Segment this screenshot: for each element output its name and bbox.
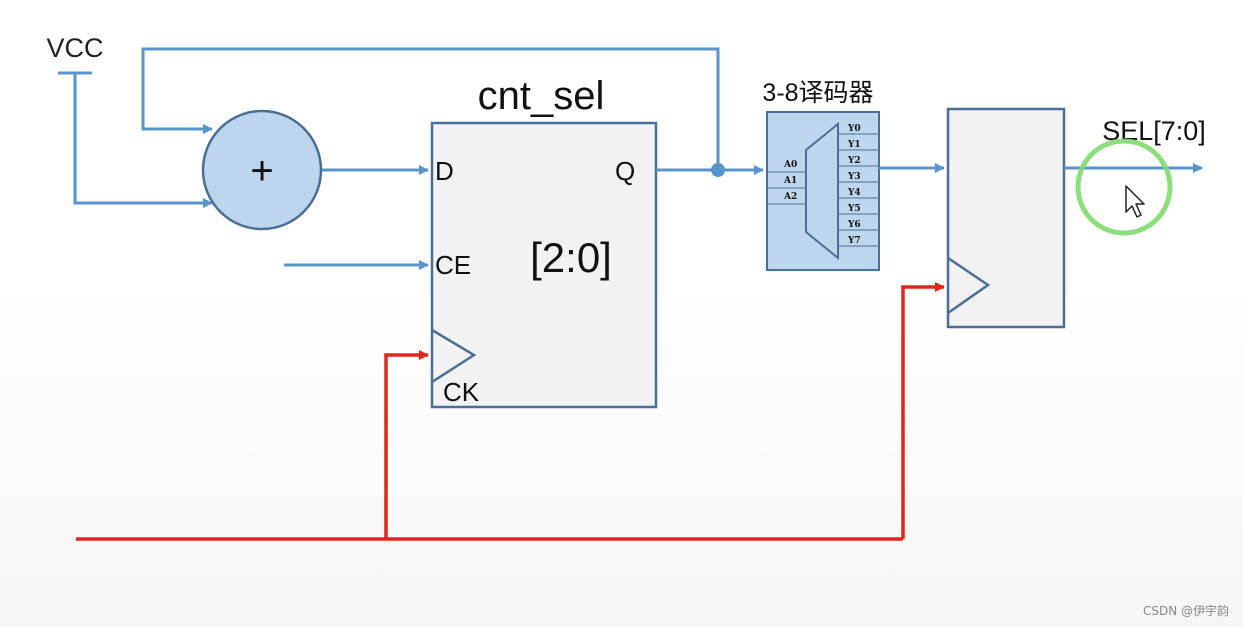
adder-symbol: + [250,149,273,193]
vcc-label: VCC [46,33,103,63]
decoder-output-lines [838,133,878,247]
adder-circle [201,109,323,231]
decoder-title: 3-8译码器 [762,79,873,107]
counter-register-block [430,121,658,409]
decoder-output-y4: Y4 [847,188,861,198]
decoder-output-y5: Y5 [847,204,861,214]
decoder-output-y7: Y7 [847,236,861,246]
decoder-output-y1: Y1 [847,140,861,150]
clock-to-register-wire [901,282,945,539]
port-d-label: D [435,156,454,186]
counter-title: cnt_sel [478,74,605,118]
clock-triangle-output [947,256,991,315]
feedback-wire [141,47,720,170]
vcc-wire [73,73,213,208]
decoder-input-a0: A0 [783,160,797,170]
decoder-output-y3: Y3 [847,172,861,182]
clock-triangle-counter [431,328,477,384]
output-register-block [946,107,1066,329]
decoder-output-y2: Y2 [847,156,861,166]
watermark: CSDN @伊宇韵 [1142,604,1229,618]
clock-to-counter-wire [384,350,429,539]
decoder-input-lines [768,171,806,205]
decoder-input-a1: A1 [783,176,797,186]
port-ce-label: CE [435,250,471,280]
highlight-circle [1075,138,1173,236]
decoder-mux-shape [805,121,839,261]
port-q-label: Q [615,156,635,186]
counter-width-label: [2:0] [530,234,612,281]
port-ck-label: CK [443,377,480,407]
decoder-input-a2: A2 [783,192,797,202]
mouse-pointer-icon [1125,185,1145,218]
junction-dot [711,163,725,177]
decoder-output-y6: Y6 [847,220,861,230]
decoder-output-y0: Y0 [847,124,861,134]
